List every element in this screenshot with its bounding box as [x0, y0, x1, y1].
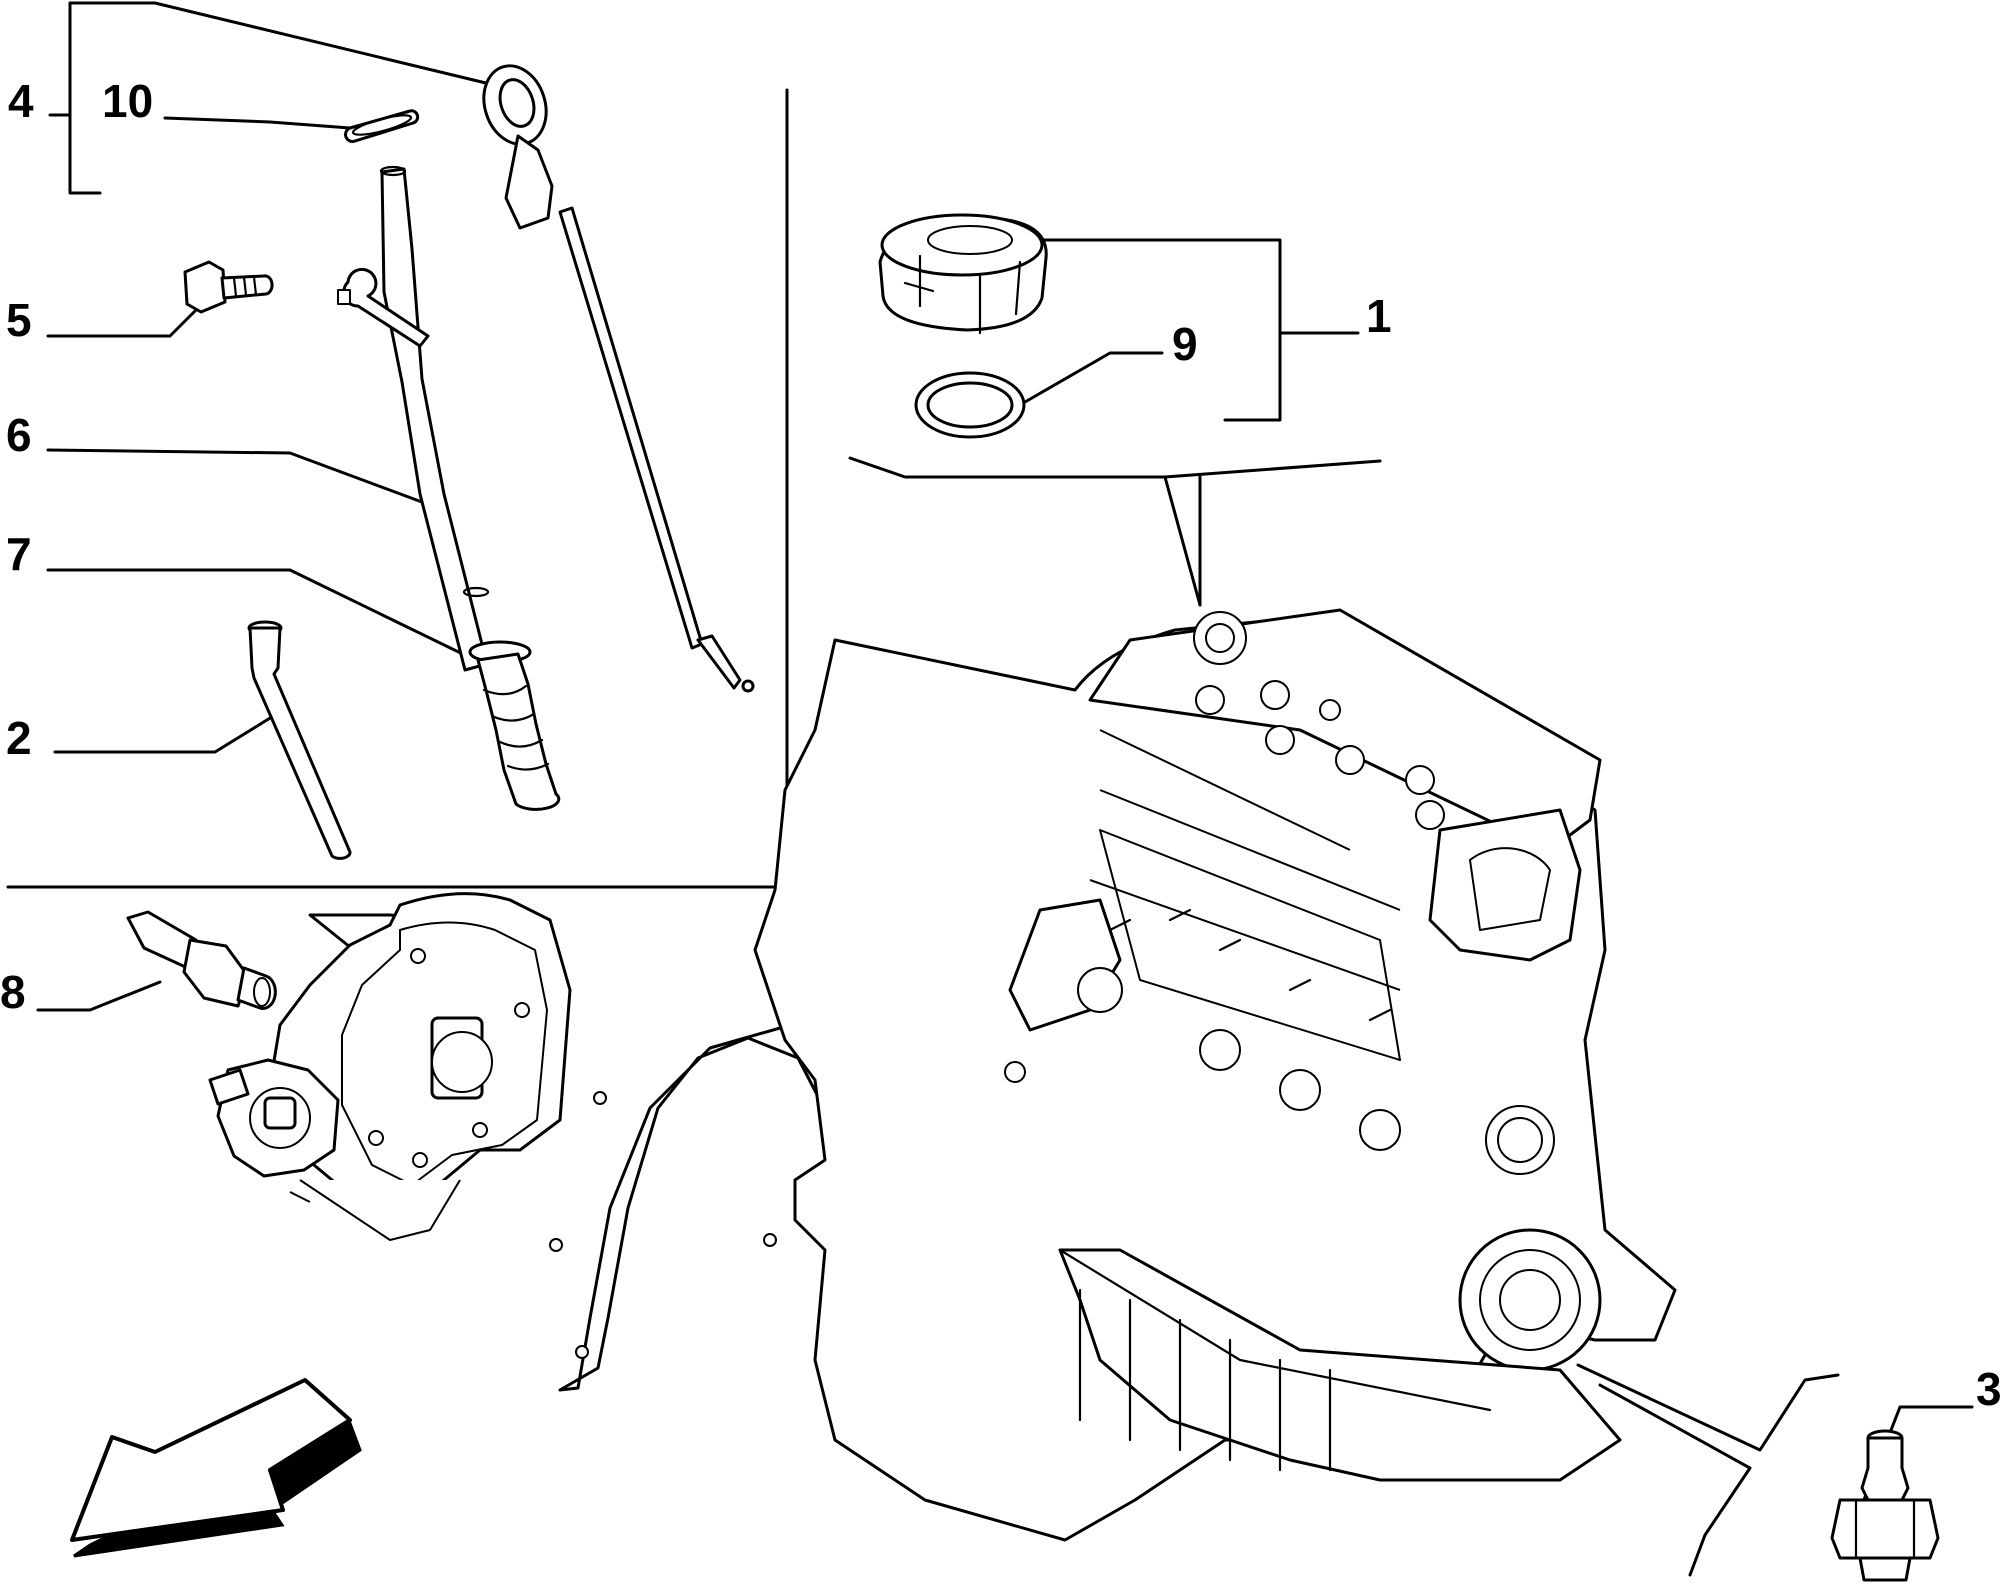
callout-10: 10 — [102, 75, 153, 127]
direction-arrow — [70, 1378, 362, 1558]
dipstick-seal-ring — [344, 109, 420, 143]
tube-bolt — [183, 260, 274, 314]
guide-pin — [247, 620, 352, 860]
callout-1: 1 — [1366, 290, 1392, 342]
drain-plug — [1830, 1429, 1940, 1582]
callout-4: 4 — [8, 75, 34, 127]
callout-3: 3 — [1976, 1363, 2002, 1415]
callout-5: 5 — [6, 294, 32, 346]
callout-2: 2 — [6, 712, 32, 764]
callout-9: 9 — [1172, 318, 1198, 370]
callout-6: 6 — [6, 409, 32, 461]
dipstick-tube — [337, 165, 490, 672]
callout-8: 8 — [0, 966, 26, 1018]
oil-filler-cap — [878, 213, 1048, 335]
engine-block-assembly — [753, 608, 1677, 1542]
cap-seal-ring — [914, 371, 1026, 439]
callout-7: 7 — [6, 528, 32, 580]
tube-grommet — [468, 640, 561, 811]
oil-pump-housing — [208, 892, 572, 1241]
oil-pressure-switch — [126, 910, 277, 1010]
oil-dipstick — [482, 64, 755, 693]
